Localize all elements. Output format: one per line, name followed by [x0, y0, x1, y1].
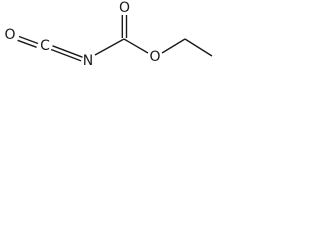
bond-ch2-ch3	[184, 38, 213, 57]
bond-n-carbonyl-carbon	[94, 38, 125, 56]
atom-label-isocyanate-carbon: C	[40, 38, 50, 54]
atom-label-carbonyl-oxygen: O	[119, 0, 130, 16]
atom-label-isocyanate-oxygen: O	[4, 27, 15, 43]
bond-ester-o-ch2	[161, 38, 186, 54]
atom-label-ester-oxygen: O	[149, 49, 160, 65]
bond-carbonyl-c-ester-o	[123, 38, 149, 54]
bond-carbonyl-c-o	[121, 15, 128, 38]
ethyl-isocyanatoformate-structure: O C N O O	[4, 0, 213, 69]
atom-label-nitrogen: N	[83, 53, 93, 69]
bond-o-c-isocyanate	[17, 35, 39, 48]
bond-c-n	[50, 45, 83, 62]
